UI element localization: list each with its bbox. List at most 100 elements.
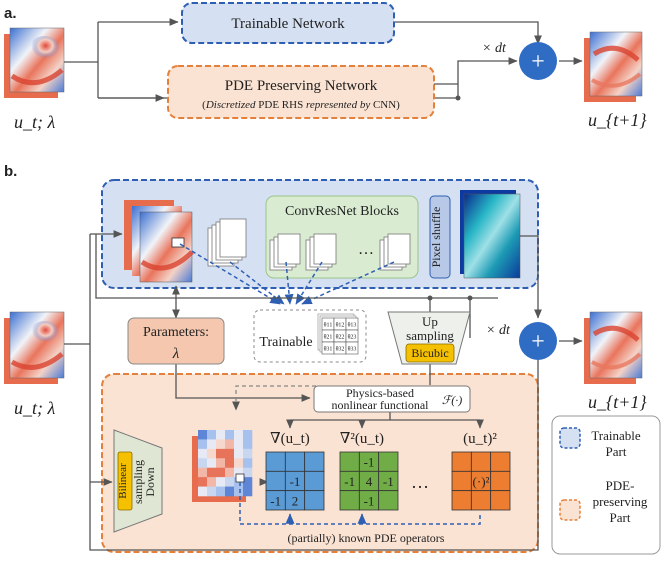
bilinear-label: Bilinear: [117, 463, 129, 499]
physics-functional-symbol: ℱ(·): [442, 393, 462, 407]
panel-a-junction: [455, 95, 461, 101]
laplacian-kernel-cell-value: -1: [364, 455, 375, 470]
physics-to-field-link: [232, 385, 316, 411]
grad-kernel-cell: [304, 451, 325, 472]
panel-b-times-dt: × dt: [486, 323, 511, 338]
grad-kernel-cell: [284, 451, 306, 472]
square-kernel-cell: [490, 490, 511, 511]
panel-a-pde-subtitle: (Discretized PDE RHS represented by CNN): [202, 99, 400, 111]
down-sampling-line1: Down: [143, 467, 157, 496]
theta-cell-label: θ11: [324, 323, 333, 329]
theta-cell-label: θ21: [324, 335, 333, 341]
square-kernel-cell: [490, 470, 511, 492]
pixel-shuffle-box: [429, 195, 451, 279]
panel-a-pde-box: [167, 65, 435, 119]
physics-line1: Physics-based: [346, 386, 414, 400]
panel-a-output-label: u_{t+1}: [588, 110, 647, 130]
square-kernel-cell: [490, 451, 511, 472]
trainable-params-label: Trainable: [259, 335, 312, 350]
grad-kernel-cell: [265, 451, 286, 472]
grad-kernel-cell-value: -1: [290, 474, 301, 489]
parameters-lambda: λ: [172, 346, 180, 362]
known-operators-label: (partially) known PDE operators: [288, 531, 445, 545]
square-kernel-cell: [451, 470, 472, 492]
panel-b-trainable-field-stack: [124, 200, 194, 283]
panel-a-plus-sign: +: [531, 49, 545, 75]
square-kernel-cell: [470, 451, 492, 472]
laplacian-kernel-cell: [378, 490, 399, 511]
bicubic-label: Bicubic: [411, 346, 448, 360]
pixel-shuffle-label: Pixel shuffle: [429, 207, 443, 268]
bicubic-box: [405, 343, 455, 363]
legend-pde-line3: Part: [610, 510, 631, 525]
square-kernel-cell: [470, 490, 492, 511]
panel-a-plus-circle: [519, 42, 557, 80]
panel-b-feature-maps: [207, 218, 247, 267]
grad-operator-label: ∇(u_t): [270, 431, 310, 447]
panel-b-output-field-stack: [584, 311, 643, 384]
theta-cell-label: θ31: [324, 347, 333, 353]
theta-cell-label: θ12: [336, 323, 345, 329]
square-kernel-cell-value: (·)²: [473, 474, 490, 489]
panel-a-pde-title: PDE Preserving Network: [225, 78, 378, 94]
trainable-param-links: [179, 243, 395, 305]
bilinear-box: [117, 451, 133, 511]
square-operator-label: (u_t)²: [463, 431, 497, 447]
panel-b-input-field-stack: [4, 311, 65, 384]
panel-b-output-label: u_{t+1}: [588, 392, 647, 412]
physics-functional-box: [313, 385, 471, 413]
convresnet-blocks-label: ConvResNet Blocks: [285, 204, 399, 219]
laplacian-kernel-cell: [339, 490, 360, 511]
laplacian-kernel-cell-value: -1: [364, 493, 375, 508]
square-kernel-cell: [451, 451, 472, 472]
panel-a-trainable-label: Trainable Network: [231, 16, 345, 32]
parameters-label: Parameters:: [143, 325, 209, 340]
grad-kernel-cell: [304, 470, 325, 492]
legend-pde-swatch: [559, 499, 581, 521]
laplacian-operator-label: ∇²(u_t): [340, 431, 384, 447]
panel-a-times-dt: × dt: [482, 41, 507, 56]
panel-b-upscaled-field: [460, 190, 521, 279]
laplacian-kernel-cell: [339, 451, 360, 472]
parameters-box: [127, 317, 225, 365]
grad-kernel-cell: [304, 490, 325, 511]
legend-trainable-line1: Trainable: [591, 428, 641, 443]
up-sampling-line2: sampling: [406, 328, 454, 343]
panel-b-tag: b.: [4, 163, 17, 180]
laplacian-kernel-cell: [378, 451, 399, 472]
up-sampling-line1: Up: [422, 314, 438, 329]
legend-box: [551, 415, 661, 555]
panel-a-input-label: u_t; λ: [14, 112, 55, 132]
physics-line2: nonlinear functional: [332, 398, 430, 412]
theta-cell-label: θ32: [336, 347, 345, 353]
theta-cell-label: θ13: [348, 323, 357, 329]
legend-trainable-line2: Part: [606, 444, 627, 459]
down-sampling-line2: sampling: [131, 460, 145, 504]
panel-b-plus-sign: +: [531, 329, 545, 355]
legend-trainable-swatch: [559, 427, 581, 449]
downsampled-field-stack: [192, 430, 253, 502]
laplacian-kernel: -1 -1 4 -1 -1: [339, 451, 399, 511]
grad-kernel-cell-value: -1: [270, 493, 281, 508]
convresnet-block-maps: [269, 233, 411, 271]
theta-cell-label: θ33: [348, 347, 357, 353]
theta-cell: [345, 341, 359, 355]
known-operators-bracket: [239, 482, 481, 525]
laplacian-kernel-cell-value: -1: [383, 474, 394, 489]
panel-a-trainable-box: [181, 2, 395, 44]
square-kernel: (·)²: [451, 451, 511, 511]
theta-cell-label: θ23: [348, 335, 357, 341]
panel-b-plus-circle: [519, 322, 557, 360]
panel-b-input-label: u_t; λ: [14, 398, 55, 418]
legend-pde-line1: PDE-: [606, 478, 635, 493]
square-kernel-cell: [451, 490, 472, 511]
panel-a-tag: a.: [4, 5, 17, 22]
operators-ellipsis: …: [411, 472, 429, 492]
laplacian-kernel-cell-value: -1: [344, 474, 355, 489]
theta-cell-label: θ22: [336, 335, 345, 341]
laplacian-kernel-cell-value: 4: [366, 474, 373, 489]
